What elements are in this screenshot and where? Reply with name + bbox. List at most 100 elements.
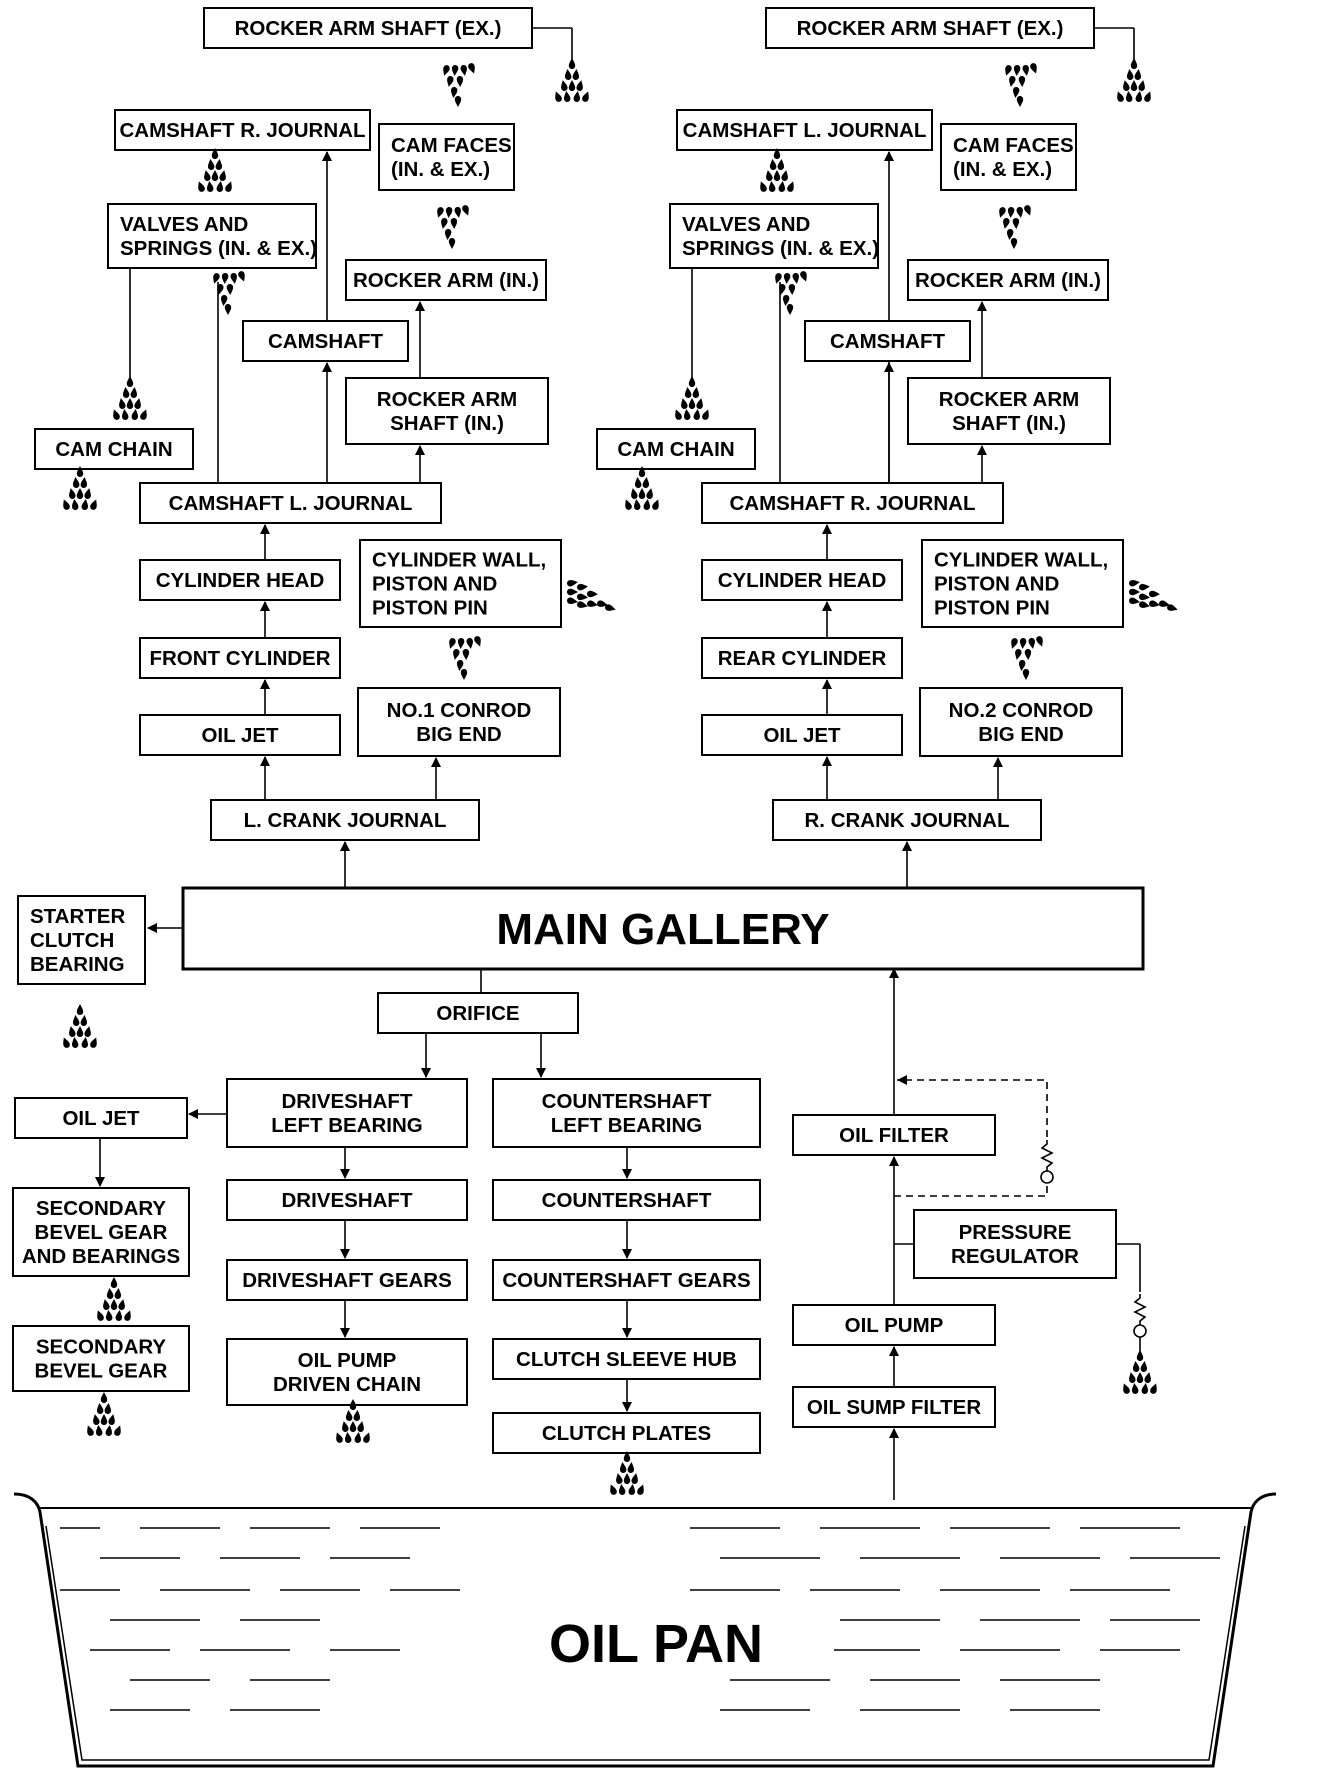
oil-drop — [1132, 1361, 1140, 1372]
oil-drop — [587, 590, 598, 598]
oil-drop — [1140, 1361, 1148, 1372]
oil-drop — [637, 1484, 644, 1495]
box-r-rocker-in: ROCKER ARM (IN.) — [907, 259, 1109, 301]
box-l-cam-faces: CAM FACES(IN. & EX.) — [378, 123, 515, 191]
oil-drop — [1136, 1350, 1144, 1361]
box-l-cam-l-journal: CAMSHAFT L. JOURNAL — [139, 482, 442, 524]
box-oil-sump-filter: OIL SUMP FILTER — [792, 1386, 996, 1428]
oil-drop — [792, 273, 799, 284]
box-label: DRIVESHAFT — [282, 1090, 413, 1113]
oil-drop — [216, 181, 223, 192]
box-r-camshaft: CAMSHAFT — [804, 320, 971, 362]
box-label: VALVES AND — [120, 213, 248, 236]
box-orifice: ORIFICE — [377, 992, 579, 1034]
oil-drop — [105, 1425, 112, 1436]
box-label: CAMSHAFT — [830, 330, 945, 353]
oil-drop — [1130, 80, 1138, 91]
box-l-cam-chain: CAM CHAIN — [34, 428, 194, 470]
oil-drop — [769, 159, 777, 170]
oil-drop — [460, 669, 468, 680]
oil-drop — [130, 387, 138, 398]
box-label: CLUTCH — [30, 929, 114, 952]
oil-drop — [1010, 238, 1018, 249]
oil-drop — [642, 477, 650, 488]
oil-drop — [106, 1310, 113, 1321]
box-label: REAR CYLINDER — [718, 647, 887, 670]
bypass-arrowhead — [897, 1075, 907, 1085]
oil-drop — [90, 1037, 97, 1048]
oil-drop — [702, 409, 709, 420]
oil-drop — [87, 1425, 94, 1436]
oil-drop — [140, 409, 147, 420]
box-l-cam-r-journal: CAMSHAFT R. JOURNAL — [114, 109, 371, 151]
oil-drop — [760, 181, 767, 192]
oil-drop — [1134, 69, 1142, 80]
oil-drop — [220, 295, 228, 306]
oil-drop — [90, 499, 97, 510]
oil-drop — [573, 91, 580, 102]
oil-drop — [215, 159, 223, 170]
oil-drop — [1018, 660, 1026, 671]
oil-drop — [1007, 207, 1015, 218]
oil-drop — [474, 636, 481, 647]
box-label: (IN. & EX.) — [391, 158, 490, 181]
oil-drop — [444, 229, 452, 240]
box-label: CAMSHAFT R. JOURNAL — [120, 119, 366, 142]
oil-drop — [450, 218, 458, 229]
box-driveshaft-gears: DRIVESHAFT GEARS — [226, 1259, 468, 1301]
box-label: CYLINDER HEAD — [156, 569, 325, 592]
oil-drop — [443, 65, 450, 76]
oil-drop — [628, 1484, 635, 1495]
box-label: COUNTERSHAFT — [542, 1189, 712, 1212]
oil-drop — [84, 1026, 91, 1037]
oil-drop — [449, 638, 456, 649]
box-label: PISTON AND — [372, 573, 497, 596]
oil-drop — [1129, 580, 1140, 587]
oil-drop — [357, 1421, 364, 1432]
oil-drop — [221, 273, 229, 284]
oil-drop — [448, 238, 456, 249]
box-label: OIL SUMP FILTER — [807, 1396, 981, 1419]
box-label: CAMSHAFT R. JOURNAL — [730, 492, 976, 515]
box-label: PRESSURE — [959, 1221, 1072, 1244]
oil-drop — [1126, 69, 1134, 80]
oil-drop — [688, 398, 696, 409]
oil-drop — [684, 409, 691, 420]
oil-drop — [567, 597, 578, 604]
box-label: COUNTERSHAFT — [542, 1090, 712, 1113]
box-label: PISTON PIN — [372, 597, 488, 620]
oil-drop — [1149, 590, 1160, 598]
box-label: CAM FACES — [953, 134, 1074, 157]
oil-drop — [451, 65, 459, 76]
oil-drop — [561, 80, 568, 91]
box-r-cam-l-journal: CAMSHAFT L. JOURNAL — [676, 109, 933, 151]
oil-drop — [631, 488, 638, 499]
oil-drop — [1144, 1372, 1151, 1383]
oil-drop — [93, 1414, 100, 1425]
oil-drop — [363, 1432, 370, 1443]
oil-drop — [100, 1414, 108, 1425]
main-gallery-box — [181, 886, 1145, 971]
relief-valve-icon — [1040, 1140, 1054, 1184]
box-r-crank: R. CRANK JOURNAL — [772, 799, 1042, 841]
box-r-cam-faces: CAM FACES(IN. & EX.) — [940, 123, 1077, 191]
oil-drop — [457, 638, 465, 649]
oil-drop — [567, 580, 578, 587]
oil-drop — [1013, 65, 1021, 76]
oil-drop — [72, 499, 79, 510]
oil-drop — [1144, 91, 1151, 102]
oil-drop — [568, 58, 576, 69]
oil-drop — [456, 76, 464, 87]
oil-drop — [211, 170, 219, 181]
oil-drop — [211, 148, 219, 159]
box-label: PISTON PIN — [934, 597, 1050, 620]
oil-drop — [76, 1004, 84, 1015]
oil-drop — [769, 181, 776, 192]
oil-drop — [800, 271, 807, 282]
